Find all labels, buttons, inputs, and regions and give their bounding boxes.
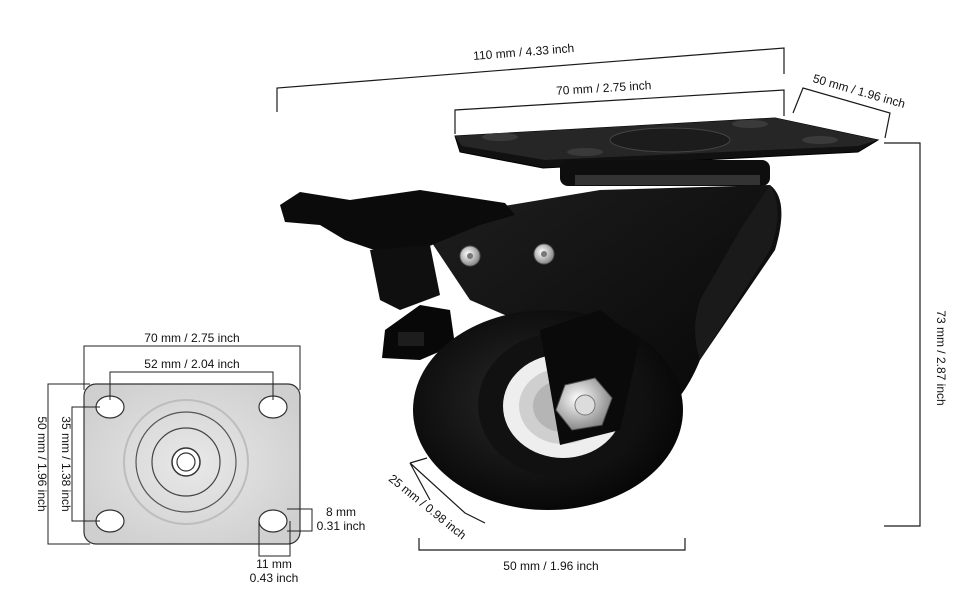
- plate-length-label: 70 mm / 2.75 inch: [144, 331, 239, 345]
- dimension-slot-length: 11 mm 0.43 inch: [250, 521, 299, 585]
- wheel: [413, 310, 683, 510]
- hole-spacing-width-label: 35 mm / 1.38 inch: [59, 416, 73, 511]
- mounting-slot: [258, 509, 288, 533]
- kingpin-hole: [171, 447, 201, 477]
- mounting-slot: [95, 509, 125, 533]
- caster-side-view: [280, 117, 880, 510]
- height-label: 73 mm / 2.87 inch: [934, 310, 948, 405]
- dimension-wheel-diameter: 50 mm / 1.96 inch: [418, 538, 686, 573]
- slot-width-label-in: 0.31 inch: [317, 519, 366, 533]
- dimension-slot-width: 8 mm 0.31 inch: [287, 505, 365, 533]
- dimension-hole-spacing-length: 52 mm / 2.04 inch: [109, 357, 274, 400]
- hole-spacing-length-label: 52 mm / 2.04 inch: [144, 357, 239, 371]
- mounting-plate-top-view: [83, 383, 301, 545]
- top-plate-width-label: 50 mm / 1.96 inch: [811, 71, 907, 111]
- brake-lever: [280, 190, 515, 252]
- slot-length-label-in: 0.43 inch: [250, 571, 299, 585]
- dimension-overall-length: 110 mm / 4.33 inch: [276, 41, 785, 112]
- slot-length-label-mm: 11 mm: [256, 557, 292, 571]
- fork-body: [430, 185, 782, 440]
- top-plate-length-label: 70 mm / 2.75 inch: [556, 78, 652, 98]
- dimension-plate-width: 50 mm / 1.96 inch: [35, 383, 90, 545]
- plate-width-label: 50 mm / 1.96 inch: [35, 416, 49, 511]
- slot-width-label-mm: 8 mm: [326, 505, 356, 519]
- dimension-plate-length: 70 mm / 2.75 inch: [83, 331, 301, 390]
- dimension-hole-spacing-width: 35 mm / 1.38 inch: [59, 406, 100, 522]
- dimension-height: 73 mm / 2.87 inch: [884, 142, 948, 527]
- wheel-diameter-label: 50 mm / 1.96 inch: [503, 559, 598, 573]
- dimension-top-plate-length: 70 mm / 2.75 inch: [454, 78, 785, 134]
- overall-length-label: 110 mm / 4.33 inch: [473, 41, 575, 63]
